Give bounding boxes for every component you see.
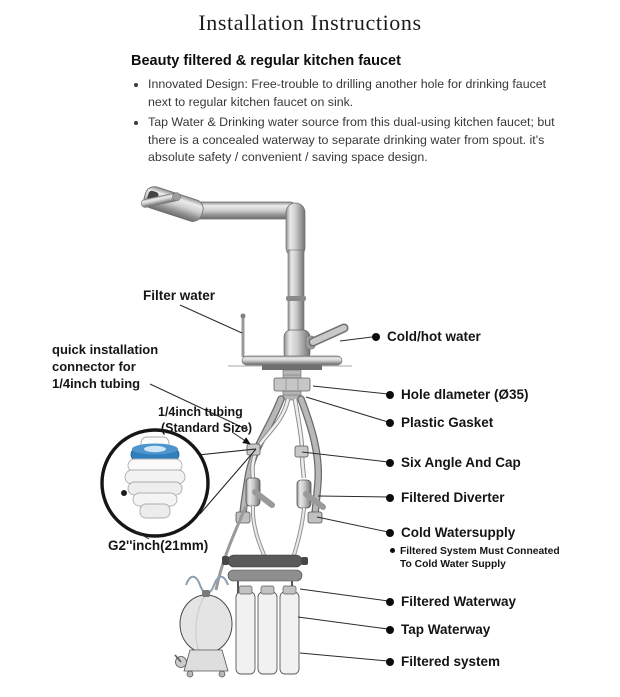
- label-plastic-gasket: Plastic Gasket: [386, 415, 493, 430]
- bullet-dot: [386, 418, 394, 427]
- bullet-dot: [386, 657, 394, 666]
- pressure-tank: [179, 594, 233, 654]
- label-text: Six Angle And Cap: [401, 455, 521, 470]
- label-text: Filtered Waterway: [401, 594, 517, 609]
- label-g2-inch: G2''inch(21mm): [108, 538, 209, 553]
- label-hole-diameter: Hole dlameter (Ø35): [386, 387, 529, 402]
- label-line: quick installation: [52, 342, 159, 357]
- label-filtered-waterway: Filtered Waterway: [386, 594, 516, 609]
- bullet-dot: [386, 458, 394, 467]
- label-quarter-inch-tubing: 1/4inch tubing (Standard Size): [158, 405, 252, 436]
- label-text: Cold/hot water: [387, 329, 481, 344]
- label-line: 1/4inch tubing: [52, 376, 141, 392]
- instruction-bullet: Innovated Design: Free-trouble to drilli…: [148, 76, 556, 111]
- bullet-dot: [386, 625, 394, 634]
- label-text: Filtered Diverter: [401, 490, 505, 505]
- instruction-list: Innovated Design: Free-trouble to drilli…: [134, 76, 556, 170]
- label-filtered-diverter: Filtered Diverter: [386, 490, 505, 505]
- tubing-arrow: [231, 431, 251, 445]
- label-text: Tap Waterway: [401, 622, 491, 637]
- label-line: 1/4inch tubing: [158, 405, 243, 419]
- bullet-dot: [372, 332, 380, 341]
- label-cold-watersupply: Cold Watersupply: [386, 525, 515, 540]
- label-cold-supply-note: Filtered System Must Conneated To Cold W…: [390, 545, 560, 572]
- side-handle: [305, 323, 349, 350]
- bullet-dot: [390, 548, 395, 553]
- bullet-dot: [386, 390, 394, 399]
- plastic-gasket-part: [262, 365, 322, 370]
- label-quick-connector: quick installation connector for 1/4inch…: [52, 341, 158, 392]
- label-filter-water: Filter water: [143, 288, 216, 303]
- instruction-bullet: Tap Water & Drinking water source from t…: [148, 114, 556, 167]
- label-line: connector for: [52, 359, 136, 375]
- page-title: Installation Instructions: [198, 10, 422, 35]
- filtered-diverter-part: [245, 477, 326, 510]
- label-filtered-system: Filtered system: [386, 654, 500, 669]
- label-tap-waterway: Tap Waterway: [386, 622, 490, 637]
- label-text: Hole dlameter (Ø35): [401, 387, 529, 402]
- label-line: (Standard Size): [161, 420, 252, 435]
- label-line: Filtered System Must Conneated: [400, 546, 560, 557]
- filter-system-part: [174, 554, 308, 678]
- label-line: To Cold Water Supply: [400, 559, 506, 571]
- label-six-angle-cap: Six Angle And Cap: [386, 455, 521, 470]
- section-heading: Beauty filtered & regular kitchen faucet: [131, 53, 401, 69]
- label-text: Filtered system: [401, 654, 501, 669]
- label-text: Filtered System Must Conneated To Cold W…: [400, 545, 560, 572]
- label-text: Cold Watersupply: [401, 525, 516, 540]
- bullet-dot: [386, 528, 394, 537]
- faucet-body: [140, 186, 349, 361]
- bullet-dot: [386, 597, 394, 606]
- mounting-hardware: [228, 355, 352, 401]
- connector-zoom-detail: [100, 428, 257, 538]
- hex-cap-right: [294, 445, 309, 458]
- bullet-dot: [386, 493, 394, 502]
- spout-lever: [140, 192, 181, 208]
- leader-lines: [134, 304, 389, 662]
- label-cold-hot-water: Cold/hot water: [372, 329, 481, 344]
- label-text: Plastic Gasket: [401, 415, 494, 430]
